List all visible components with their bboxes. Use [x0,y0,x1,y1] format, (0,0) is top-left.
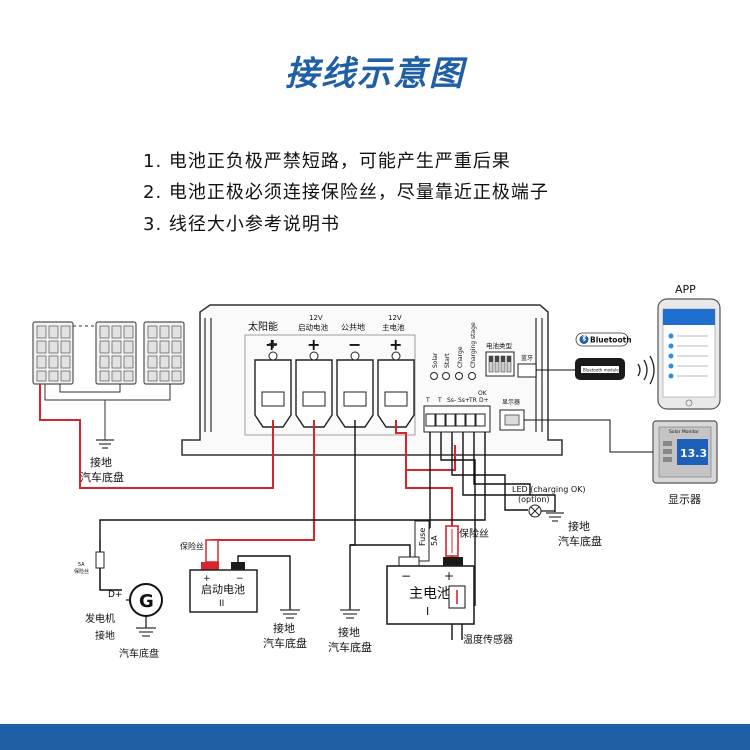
bluetooth-module-label: Bluetooth module [583,368,619,373]
start-battery-label: 启动电池 [201,583,245,596]
indicator-label-charge: Charge [457,346,464,368]
pin-label-ss-minus: Ss- [447,397,456,404]
display-brand: Solar Monitor [669,429,699,435]
start-ground-label-1: 接地 [273,622,295,635]
terminal-label-start: 启动电池 [298,322,328,332]
display-monitor: Solar Monitor 13.3 [652,420,718,484]
display-label: 显示器 [668,493,701,506]
terminal-sign-common: − [348,335,361,354]
pin-label-ss-plus: Ss+ [458,397,470,404]
signal-fuse [414,520,430,562]
led-ground-label-2: 汽车底盘 [558,534,602,548]
start-ground-label-2: 汽车底盘 [263,636,307,650]
display-reading: 13.3 [680,447,707,460]
generator-ground-label-2: 汽车底盘 [119,647,159,660]
bluetooth-port-label: 蓝牙 [521,354,533,362]
temp-sensor-label: 温度传感器 [463,633,513,646]
start-battery-fuse [205,539,219,563]
generator-fuse [95,551,105,569]
solar-ground-icon [96,439,114,449]
pin-label-dplus: D+ [479,397,489,404]
common-ground-icon [340,609,360,619]
main-fuse-label: 保险丝 [459,527,489,540]
main-battery-roman: I [426,605,429,618]
signal-fuse-text2: 5A [430,535,439,546]
generator-label: 发电机 [85,612,115,625]
indicator-charging-stage [468,372,476,380]
start-battery-roman: II [219,599,224,609]
bottom-bar [0,724,750,750]
svg-text:+: + [203,574,211,584]
indicator-label-start: Start [444,353,451,368]
indicator-start [442,372,450,380]
generator-ground-label-1: 接地 [95,629,115,642]
start-battery [189,562,258,613]
note-3: 3. 线径大小参考说明书 [143,214,340,235]
generator-fuse-label-1: 5A [78,562,85,568]
signal-connector[interactable] [423,405,491,433]
terminal-top-start: 12V [309,314,323,322]
status-indicators [430,372,476,380]
led-ground-label-1: 接地 [568,520,590,533]
generator-dplus: D+ [108,590,122,600]
terminal-label-main: 主电池 [382,322,405,332]
led-label-2: (option) [518,495,550,504]
note-2: 2. 电池正极必须连接保险丝，尽量靠近正极端子 [143,182,549,203]
common-ground-label-2: 汽车底盘 [328,640,372,654]
terminal-sign-main: + [389,335,402,354]
terminal-top-main: 12V [388,314,402,322]
battery-type-label: 电池类型 [486,341,513,350]
display-port-label: 显示器 [502,399,520,406]
generator-fuse-label-2: 保险丝 [74,568,89,575]
bluetooth-logo-text: Bluetooth [590,336,632,345]
bluetooth-badge: Bluetooth [575,332,632,347]
led-icon [528,504,542,518]
pin-label-t2: T [437,397,442,404]
bluetooth-port[interactable] [517,363,537,378]
smartphone-app [657,298,721,410]
generator-symbol: G [139,591,154,612]
indicator-solar [430,372,438,380]
svg-text:−: − [236,574,244,584]
wireless-signal-icon [637,355,655,385]
note-1: 1. 电池正负极严禁短路，可能产生严重后果 [143,151,511,172]
indicator-label-solar: Solar [432,352,439,368]
start-fuse-label: 保险丝 [180,541,204,551]
start-ground-icon [280,609,300,619]
led-label-1: LED (charging OK) [512,485,586,494]
indicator-charge [455,372,463,380]
positive-wires [39,384,456,575]
terminal-label-common-ground: 公共地 [341,322,365,332]
solar-ground-label-2: 汽车底盘 [80,470,124,484]
page-title: 接线示意图 [285,54,465,94]
main-battery-label: 主电池 [409,586,451,602]
terminal-sign-start: + [307,335,320,354]
app-label: APP [675,283,696,296]
generator-ground-icon [136,627,156,637]
pin-label-t1: T [425,397,430,404]
pin-label-tr: TR [468,397,477,404]
led-ground-icon [546,512,564,522]
ok-label: OK [478,390,488,397]
svg-text:+: + [444,569,454,583]
solar-ground-label-1: 接地 [90,456,112,469]
signal-fuse-text1: Fuse [418,528,427,546]
indicator-label-charging-stage: Charging stage [470,322,477,368]
common-ground-label-1: 接地 [338,626,360,639]
svg-text:−: − [401,569,411,583]
terminal-label-solar: 太阳能 [248,320,278,333]
